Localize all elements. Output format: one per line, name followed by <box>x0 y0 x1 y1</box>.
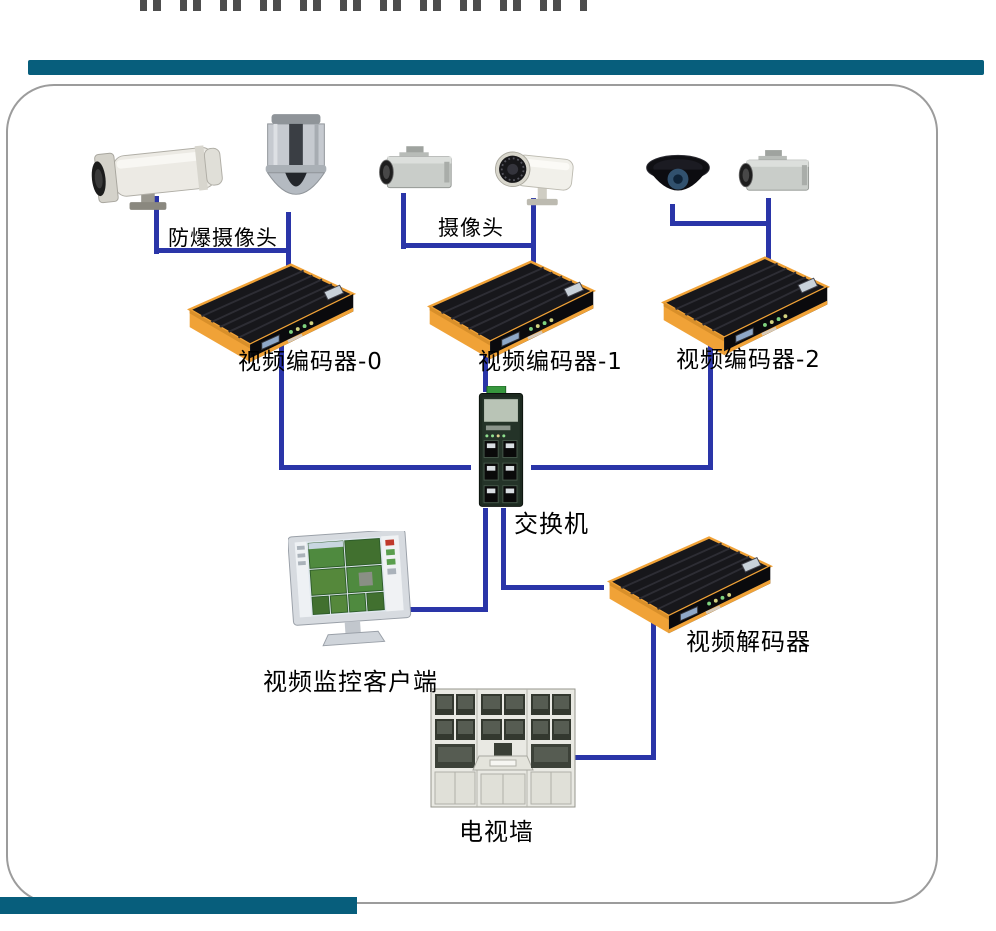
dome-camera-device <box>640 152 716 210</box>
label-switch: 交换机 <box>514 510 589 538</box>
connection-line <box>568 755 656 760</box>
box-camera-device <box>730 145 822 207</box>
ptz-dome-camera-device <box>252 110 340 218</box>
connection-line <box>400 607 488 612</box>
label-tv-wall: 电视墙 <box>459 818 534 846</box>
box-camera-device <box>370 142 465 204</box>
connection-line <box>501 585 604 590</box>
label-video-encoder-1: 视频编码器-1 <box>478 349 623 375</box>
client-monitor-device <box>288 531 414 661</box>
connection-line <box>483 350 488 392</box>
bottom-accent-bar <box>0 897 357 914</box>
top-accent-bar <box>28 60 984 75</box>
ir-camera-device <box>485 138 585 218</box>
connection-line <box>154 248 291 253</box>
connection-line <box>670 204 675 226</box>
cropped-title-fragments <box>140 0 588 11</box>
connection-line <box>670 221 771 226</box>
label-video-encoder-2: 视频编码器-2 <box>676 347 821 373</box>
connection-line <box>531 198 536 268</box>
connection-line <box>708 344 713 470</box>
label-video-client: 视频监控客户端 <box>263 668 438 696</box>
connection-line <box>279 330 284 470</box>
connection-line <box>501 508 506 590</box>
label-explosion-proof-camera: 防爆摄像头 <box>168 226 278 250</box>
label-video-decoder: 视频解码器 <box>686 628 811 656</box>
connection-line <box>531 465 713 470</box>
connection-line <box>651 618 656 760</box>
connection-line <box>401 193 406 249</box>
connection-line <box>401 243 536 248</box>
connection-line <box>483 508 488 612</box>
explosion-proof-camera-device <box>85 130 240 218</box>
label-video-encoder-0: 视频编码器-0 <box>238 349 383 375</box>
connection-line <box>154 196 159 254</box>
label-camera: 摄像头 <box>438 216 504 240</box>
connection-line <box>279 465 471 470</box>
connection-line <box>766 198 771 262</box>
tv-wall-device <box>428 686 578 818</box>
connection-line <box>286 212 291 272</box>
network-switch-device <box>468 386 534 513</box>
